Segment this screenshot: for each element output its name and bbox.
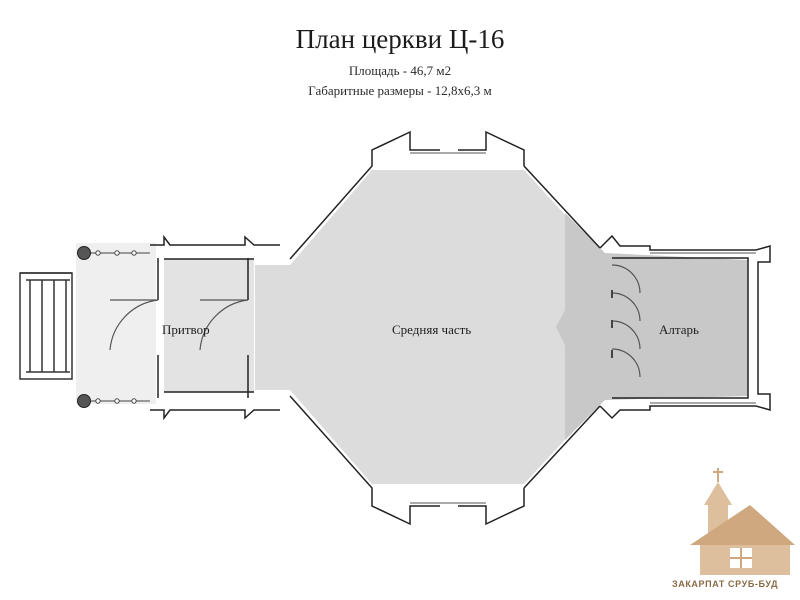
room-label-nave: Средняя часть	[392, 322, 472, 337]
altar-room	[556, 213, 748, 440]
door-swings	[109, 264, 641, 378]
dimensions-label: Габаритные размеры - 12,8х6,3 м	[308, 83, 492, 98]
room-label-vestibule: Притвор	[162, 322, 210, 337]
room-label-altar: Алтарь	[659, 322, 699, 337]
nave-room	[255, 170, 600, 484]
plan-title: План церкви Ц-16	[295, 24, 505, 54]
porch-posts	[77, 246, 150, 408]
company-logo-text: ЗАКАРПАТ СРУБ-БУД	[672, 579, 779, 589]
company-logo-icon	[690, 468, 795, 575]
porch-area	[76, 243, 156, 404]
vestibule-room	[164, 259, 254, 392]
area-label: Площадь - 46,7 м2	[348, 63, 452, 78]
windows	[410, 152, 756, 504]
entrance-stairs	[19, 272, 73, 380]
walls	[150, 130, 771, 526]
